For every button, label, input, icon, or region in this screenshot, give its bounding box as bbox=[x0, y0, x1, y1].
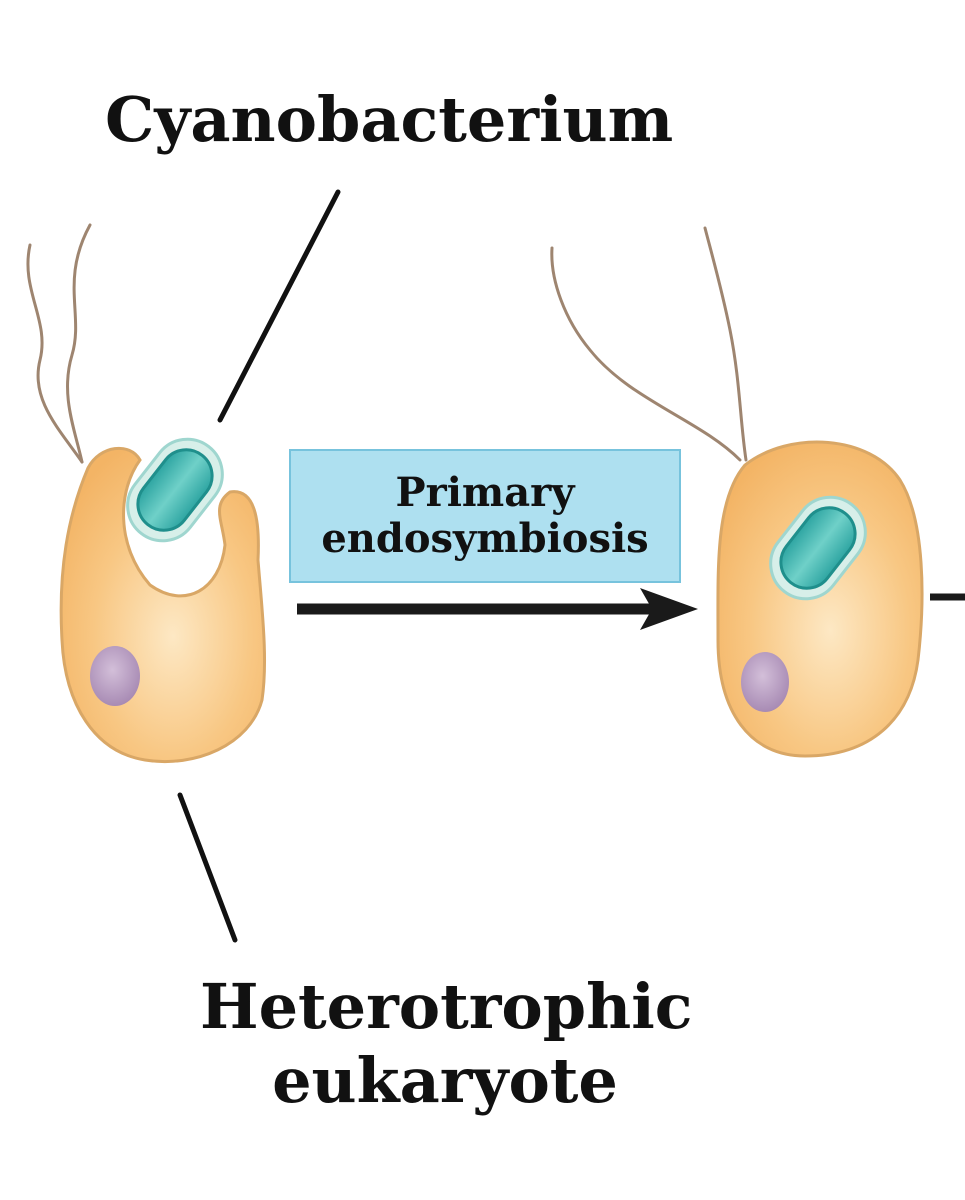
right-cell-flagella bbox=[550, 226, 748, 462]
eukaryote-leader-line bbox=[177, 792, 238, 943]
primary-endosymbiosis-box: Primary endosymbiosis bbox=[289, 449, 681, 583]
process-label-line1: Primary bbox=[395, 469, 575, 516]
left-cell-flagella bbox=[26, 223, 92, 464]
cyanobacterium-endosymbiont bbox=[769, 495, 867, 601]
cyanobacterium-free bbox=[126, 437, 224, 543]
cyanobacterium-label: Cyanobacterium bbox=[105, 83, 674, 156]
heterotrophic-eukaryote-label-line2: eukaryote bbox=[272, 1044, 618, 1117]
process-arrow-head bbox=[640, 588, 698, 630]
right-cell-nucleus bbox=[741, 652, 789, 712]
heterotrophic-eukaryote-label: Heterotrophic eukaryote bbox=[200, 970, 693, 1118]
process-label-line2: endosymbiosis bbox=[321, 515, 649, 562]
cyanobacterium-leader-line bbox=[217, 189, 341, 423]
left-cell-nucleus bbox=[90, 646, 140, 706]
heterotrophic-eukaryote-label-line1: Heterotrophic bbox=[200, 970, 693, 1043]
eukaryote-with-endosymbiont-cell bbox=[716, 440, 924, 758]
